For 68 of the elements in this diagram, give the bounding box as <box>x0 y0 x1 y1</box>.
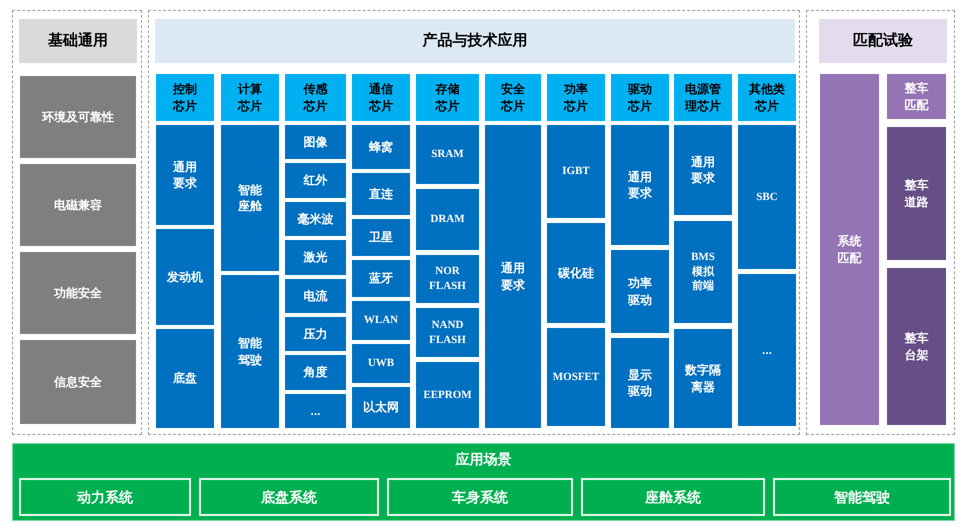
category-box: IGBT <box>547 125 605 218</box>
category-box: 激光 <box>285 240 346 274</box>
category-box: 压力 <box>285 316 346 352</box>
category-box: 智能驾驶 <box>221 275 279 428</box>
column-heading: 安全芯片 <box>485 74 541 121</box>
scenario-box: 车身系统 <box>387 478 573 516</box>
category-box: DRAM <box>416 189 479 250</box>
panel-heading: 产品与技术应用 <box>155 19 795 63</box>
category-box: 整车匹配 <box>887 74 946 119</box>
category-box: SBC <box>738 125 796 269</box>
category-box: EEPROM <box>416 362 479 428</box>
category-box: 卫星 <box>352 219 410 256</box>
panel-heading: 基础通用 <box>19 19 137 63</box>
scenario-panel <box>12 443 955 521</box>
category-box: 功率驱动 <box>611 250 669 333</box>
category-box: 角度 <box>285 355 346 390</box>
category-box: 环境及可靠性 <box>19 75 137 159</box>
category-box: 蓝牙 <box>352 260 410 297</box>
category-box: BMS 模拟前端 <box>674 221 732 323</box>
dashed-panel <box>148 10 800 435</box>
column-heading: 驱动芯片 <box>611 74 669 121</box>
category-box: 显示驱动 <box>611 338 669 428</box>
category-box: 电磁兼容 <box>19 163 137 247</box>
panel-heading: 匹配试验 <box>819 19 947 63</box>
category-box: 数字隔离器 <box>674 329 732 428</box>
column-heading: 功率芯片 <box>547 74 605 121</box>
column-heading: 电源管理芯片 <box>674 74 732 121</box>
category-box: 功能安全 <box>19 251 137 335</box>
category-box: 电流 <box>285 278 346 313</box>
category-box: 蜂窝 <box>352 125 410 169</box>
column-heading: 通信芯片 <box>352 74 410 121</box>
category-box: 系统匹配 <box>820 74 879 425</box>
category-box: 通用要求 <box>156 125 214 225</box>
category-box: 智能座舱 <box>221 125 279 271</box>
category-box: SRAM <box>416 125 479 184</box>
scenario-box: 底盘系统 <box>199 478 379 516</box>
category-box: 以太网 <box>352 387 410 428</box>
category-box: ... <box>285 394 346 428</box>
category-box: UWB <box>352 344 410 383</box>
column-heading: 其他类芯片 <box>738 74 796 121</box>
category-box: 碳化硅 <box>547 223 605 323</box>
scenario-box: 智能驾驶 <box>773 478 951 516</box>
category-box: 通用要求 <box>485 125 541 428</box>
category-box: NAND FLASH <box>416 308 479 357</box>
column-heading: 控制芯片 <box>156 74 214 121</box>
column-heading: 存储芯片 <box>416 74 479 121</box>
category-box: MOSFET <box>547 328 605 426</box>
column-heading: 计算芯片 <box>221 74 279 121</box>
category-box: 直连 <box>352 173 410 215</box>
category-box: 图像 <box>285 125 346 160</box>
category-box: 底盘 <box>156 329 214 428</box>
category-box: WLAN <box>352 301 410 340</box>
category-box: 毫米波 <box>285 202 346 236</box>
column-heading: 传感芯片 <box>285 74 346 121</box>
dashed-panel <box>806 10 955 435</box>
dashed-panel <box>12 10 142 435</box>
category-box: 发动机 <box>156 229 214 325</box>
category-box: NOR FLASH <box>416 255 479 303</box>
category-box: 通用要求 <box>674 125 732 215</box>
category-box: 红外 <box>285 163 346 198</box>
scenario-box: 动力系统 <box>19 478 191 516</box>
category-box: 信息安全 <box>19 339 137 425</box>
category-box: 整车台架 <box>887 268 946 425</box>
category-box: 通用要求 <box>611 125 669 245</box>
scenario-box: 座舱系统 <box>581 478 765 516</box>
category-box: 整车道路 <box>887 127 946 260</box>
category-box: ... <box>738 274 796 426</box>
section-title: 应用场景 <box>454 450 512 469</box>
